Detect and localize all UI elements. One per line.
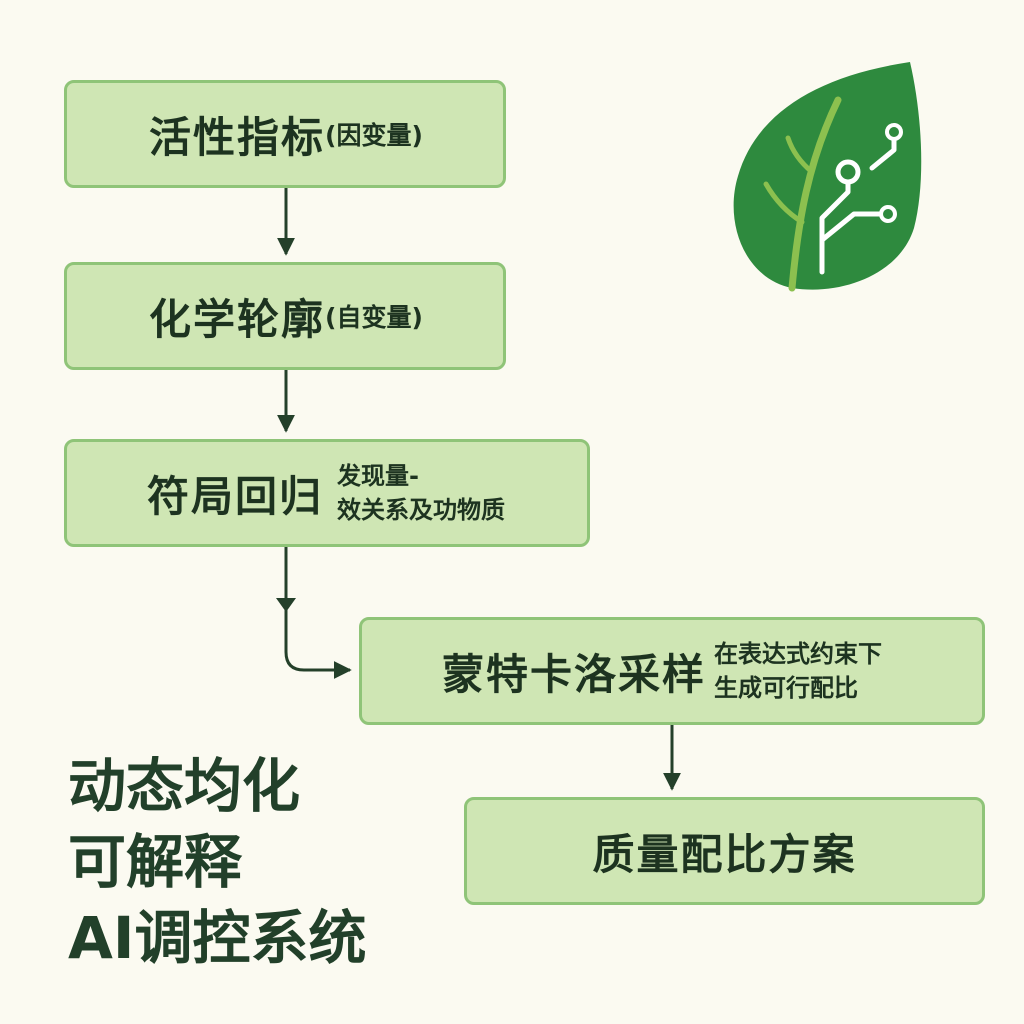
system-title-line3: AI调控系统: [68, 904, 367, 972]
circuit-trace: [819, 135, 897, 275]
monte-carlo-title: 蒙特卡洛采样: [442, 649, 707, 699]
system-title: 动态均化 可解释 AI调控系统: [68, 748, 366, 976]
circuit-node-2: [879, 205, 897, 223]
monte-carlo-note-line1: 在表达式约束下: [714, 640, 883, 668]
monte-carlo-note-line2: 生成可行配比: [714, 674, 859, 702]
regression-title: 符局回归: [147, 471, 324, 521]
circuit-node-3: [885, 123, 903, 141]
chemical-profile-note: (自变量): [325, 303, 423, 332]
arrow-regression-to-montecarlo: [284, 547, 352, 679]
activity-indicator-title: 活性指标: [149, 112, 326, 162]
arrow-mid-tick: [276, 598, 296, 612]
regression-note-line2: 效关系及功物质: [337, 496, 506, 524]
leaf-shape: [733, 62, 922, 290]
leaf-vein-branch-1: [763, 181, 805, 225]
result-title: 质量配比方案: [592, 829, 857, 879]
result-box: 质量配比方案: [464, 797, 985, 905]
regression-note: 发现量- 效关系及功物质: [337, 459, 505, 527]
regression-box: 符局回归 发现量- 效关系及功物质: [64, 439, 590, 547]
circuit-node-1: [835, 159, 861, 185]
chemical-profile-title: 化学轮廓: [149, 294, 326, 344]
system-title-line1: 动态均化: [68, 752, 301, 820]
activity-indicator-box: 活性指标 (因变量): [64, 80, 506, 188]
system-title-line2: 可解释: [68, 828, 243, 896]
regression-note-line1: 发现量-: [337, 462, 419, 490]
chemical-profile-box: 化学轮廓 (自变量): [64, 262, 506, 370]
leaf-circuit-icon: [733, 62, 922, 292]
monte-carlo-note: 在表达式约束下 生成可行配比: [714, 637, 882, 705]
leaf-vein-branch-2: [785, 135, 815, 175]
leaf-vein-main: [788, 96, 842, 292]
activity-indicator-note: (因变量): [325, 121, 423, 150]
monte-carlo-box: 蒙特卡洛采样 在表达式约束下 生成可行配比: [359, 617, 985, 725]
